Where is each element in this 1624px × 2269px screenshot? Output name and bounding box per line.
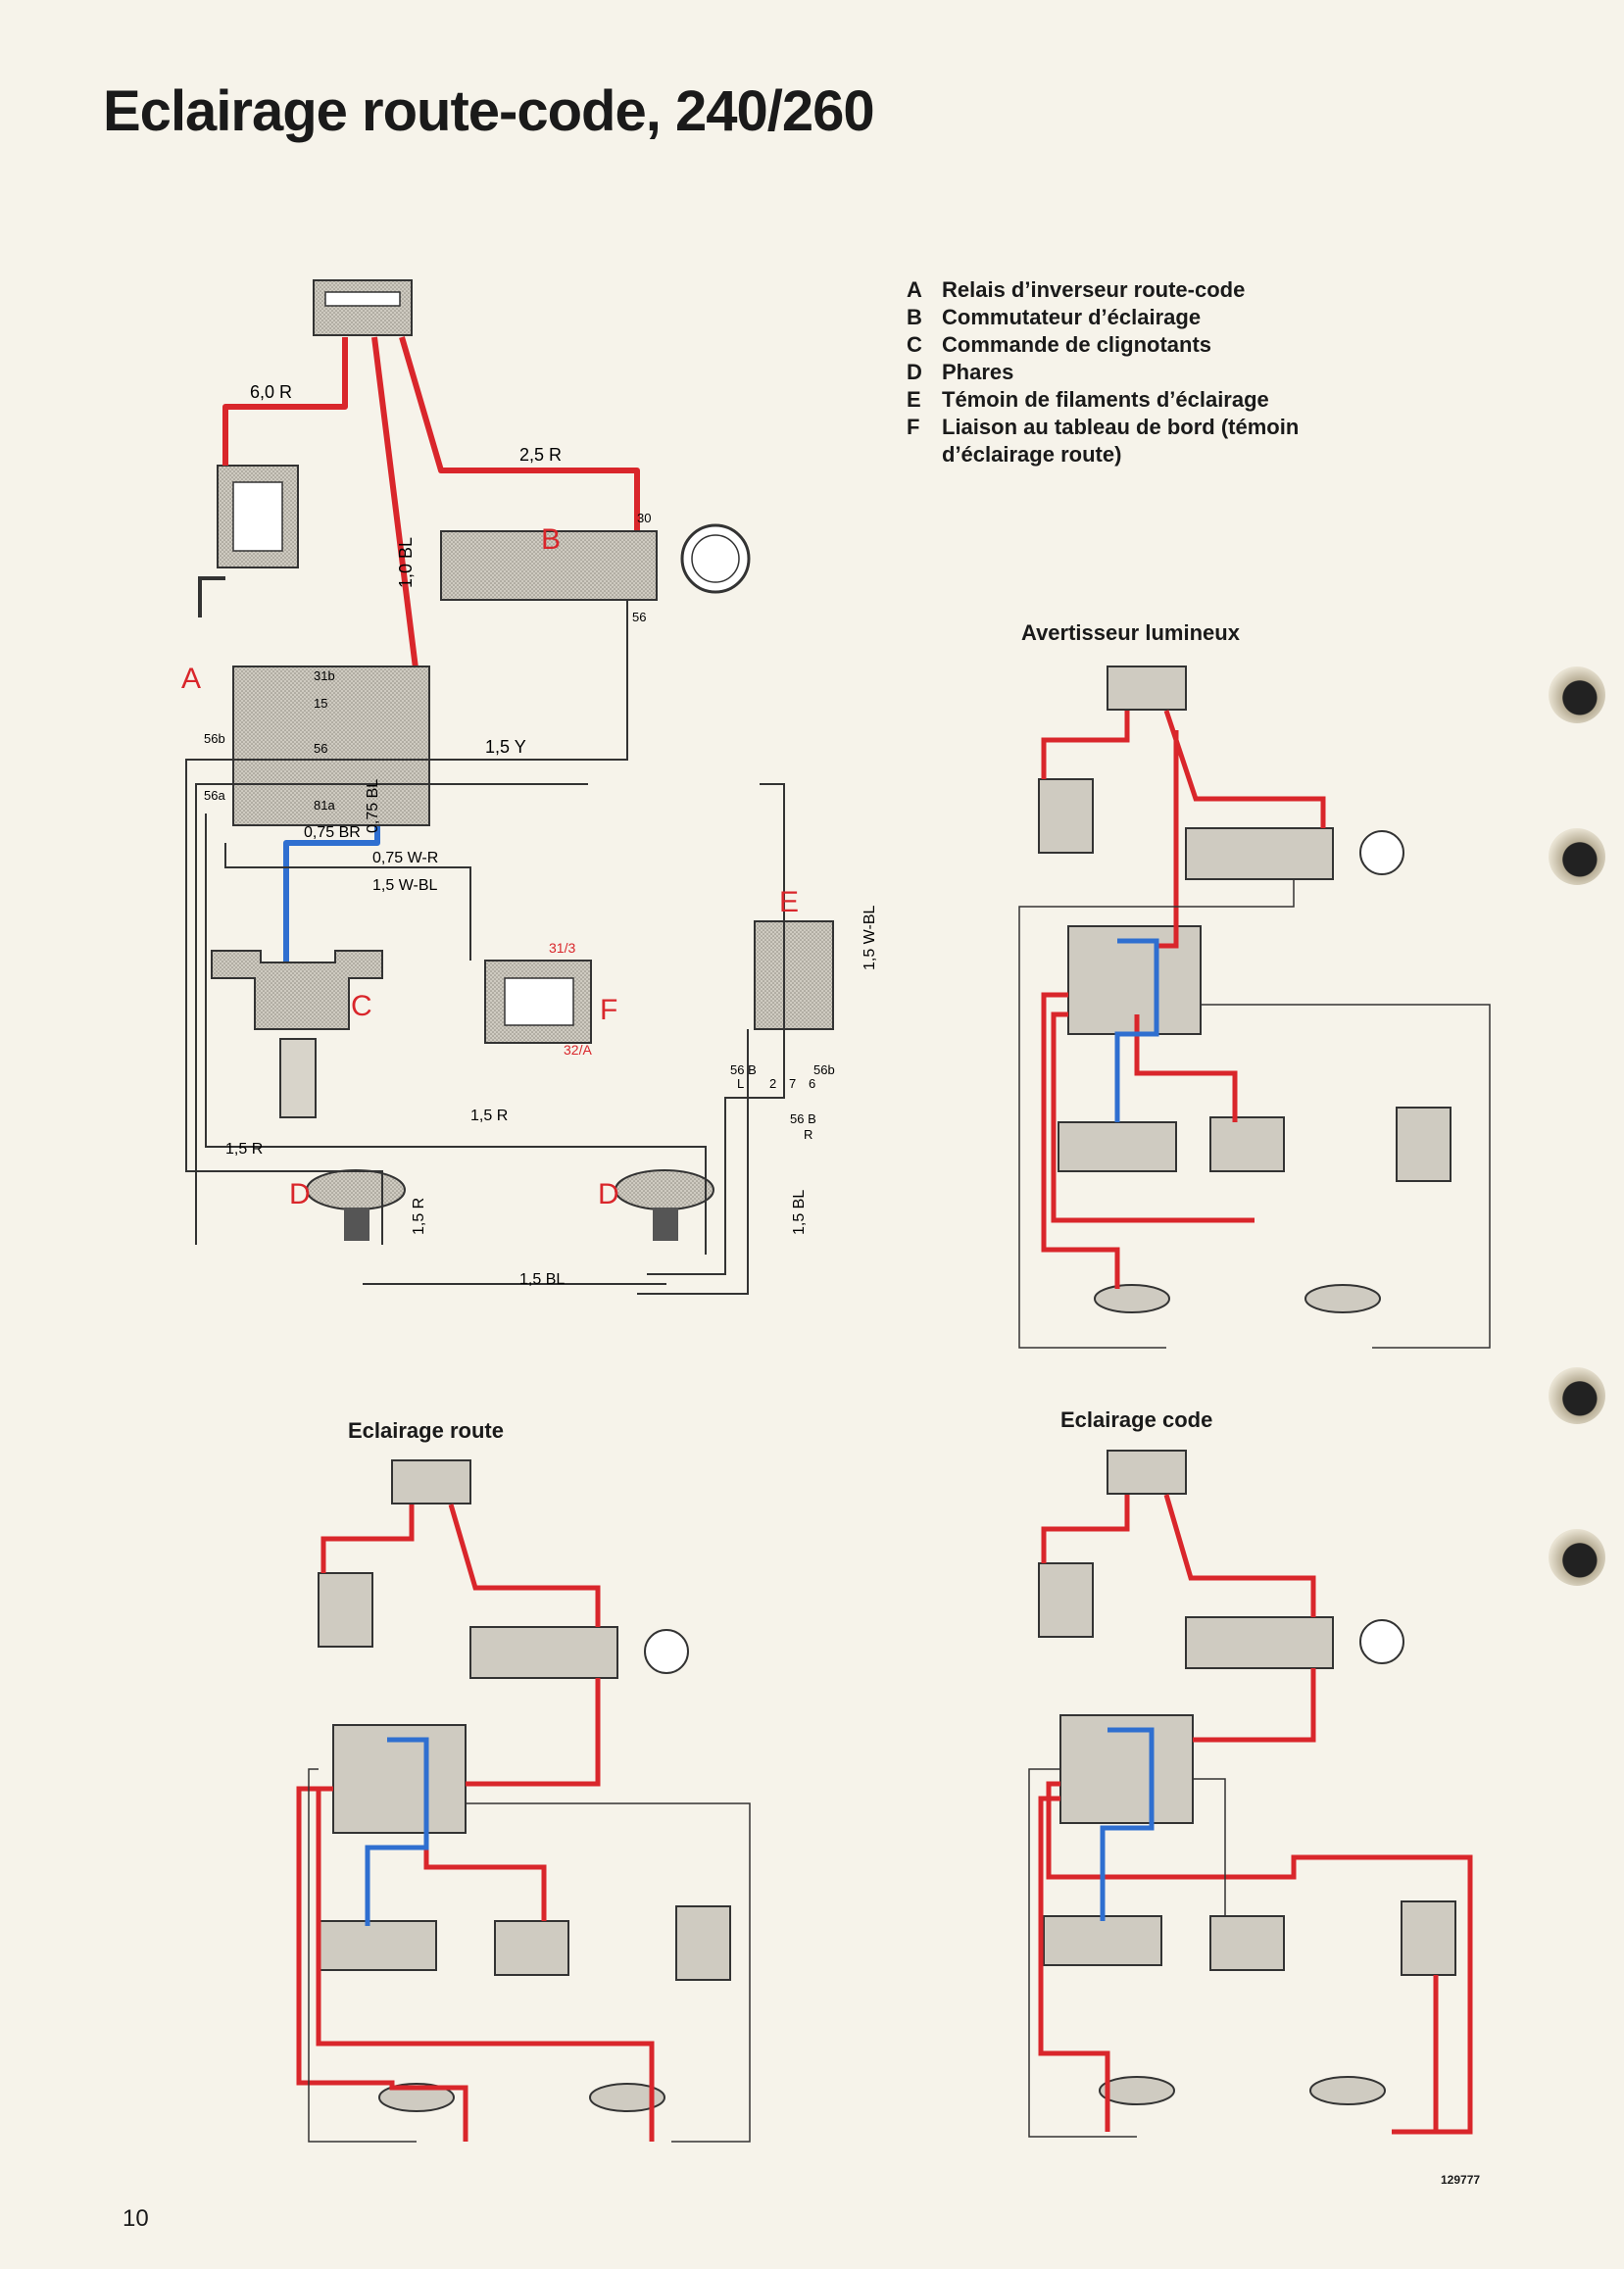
dip-relay-a <box>232 666 430 826</box>
wire-label-15wbl: 1,5 W-BL <box>372 877 438 894</box>
harness-wires <box>185 600 785 1295</box>
terminal-56b-r: 56 B <box>790 1111 816 1126</box>
terminal-56: 56 <box>314 741 327 756</box>
wire-label-15r-c: 1,5 R <box>411 1198 427 1235</box>
terminal-56b-l: 56 B <box>730 1062 757 1077</box>
fuse-box <box>313 279 413 336</box>
punch-hole-2 <box>1549 828 1605 885</box>
legend: A Relais d’inverseur route-code B Commut… <box>907 276 1318 469</box>
section-title-flash: Avertisseur lumineux <box>1021 620 1240 645</box>
label-a: A <box>181 663 201 695</box>
terminal-56-switch: 56 <box>632 610 646 624</box>
reference-number: 129777 <box>1441 2173 1481 2187</box>
section-title-high-beam: Eclairage route <box>348 1418 504 1443</box>
wire-label-15r-b: 1,5 R <box>225 1141 263 1158</box>
wire-label-075br: 0,75 BR <box>304 824 361 841</box>
wire-label-15bl-a: 1,5 BL <box>519 1271 565 1288</box>
main-wiring-diagram: A B C D D E F 6,0 R 2,5 R 1,0 BL 1,5 Y 0… <box>181 279 878 1295</box>
wire-label-075bl: 0,75 BL <box>365 779 381 833</box>
wire-label-15r-a: 1,5 R <box>470 1108 508 1124</box>
legend-item-e: E Témoin de filaments d’éclairage <box>907 387 1269 412</box>
page-number: 10 <box>123 2205 149 2232</box>
punch-hole-1 <box>1549 666 1605 723</box>
terminal-6: 6 <box>809 1076 815 1091</box>
terminal-30: 30 <box>637 511 651 525</box>
wire-label-15bl-b: 1,5 BL <box>791 1190 808 1235</box>
punch-hole-3 <box>1549 1367 1605 1424</box>
terminal-2: 2 <box>769 1076 776 1091</box>
terminal-31b: 31b <box>314 668 335 683</box>
turn-signal-control-c <box>211 950 383 1118</box>
wire-label-075wr: 0,75 W-R <box>372 850 438 866</box>
battery <box>198 465 299 617</box>
legend-item-f: F Liaison au tableau de bord (témoin d’é… <box>907 415 1300 467</box>
mini-diagram-low-beam <box>1028 1450 1473 2138</box>
terminal-r: R <box>804 1127 812 1142</box>
terminal-7: 7 <box>789 1076 796 1091</box>
wire-label-60r: 6,0 R <box>250 382 292 402</box>
label-d-left: D <box>289 1178 311 1210</box>
wire-label-15y: 1,5 Y <box>485 737 526 757</box>
headlight-left <box>306 1169 406 1241</box>
terminal-56a: 56a <box>204 788 225 803</box>
label-d-right: D <box>598 1178 619 1210</box>
wire-label-25r: 2,5 R <box>519 445 562 465</box>
terminal-l: L <box>737 1076 744 1091</box>
filament-indicator-e <box>754 920 834 1030</box>
legend-item-b: B Commutateur d’éclairage <box>907 305 1202 329</box>
page-title: Eclairage route-code, 240/260 <box>103 79 875 143</box>
label-b: B <box>541 523 561 556</box>
light-switch-b <box>440 523 751 601</box>
legend-item-a: A Relais d’inverseur route-code <box>907 277 1246 302</box>
terminal-32-a: 32/A <box>564 1042 592 1058</box>
terminal-56b-e: 56b <box>813 1062 835 1077</box>
wire-label-10bl: 1,0 BL <box>396 537 416 588</box>
mini-diagram-high-beam <box>296 1459 751 2143</box>
dashboard-indicator-f <box>484 960 592 1044</box>
label-e: E <box>779 886 799 918</box>
wire-label-15wbl-vertical: 1,5 W-BL <box>861 906 878 971</box>
mini-diagram-flash <box>1018 666 1491 1349</box>
punch-hole-4 <box>1549 1529 1605 1586</box>
terminal-56b: 56b <box>204 731 225 746</box>
headlight-right <box>615 1169 714 1241</box>
terminal-31-3: 31/3 <box>549 940 575 956</box>
legend-item-d: D Phares <box>907 360 1014 384</box>
terminal-15: 15 <box>314 696 327 711</box>
terminal-81a: 81a <box>314 798 335 813</box>
section-title-low-beam: Eclairage code <box>1060 1407 1213 1432</box>
legend-item-c: C Commande de clignotants <box>907 332 1212 357</box>
label-c: C <box>351 990 372 1022</box>
label-f: F <box>600 994 617 1026</box>
